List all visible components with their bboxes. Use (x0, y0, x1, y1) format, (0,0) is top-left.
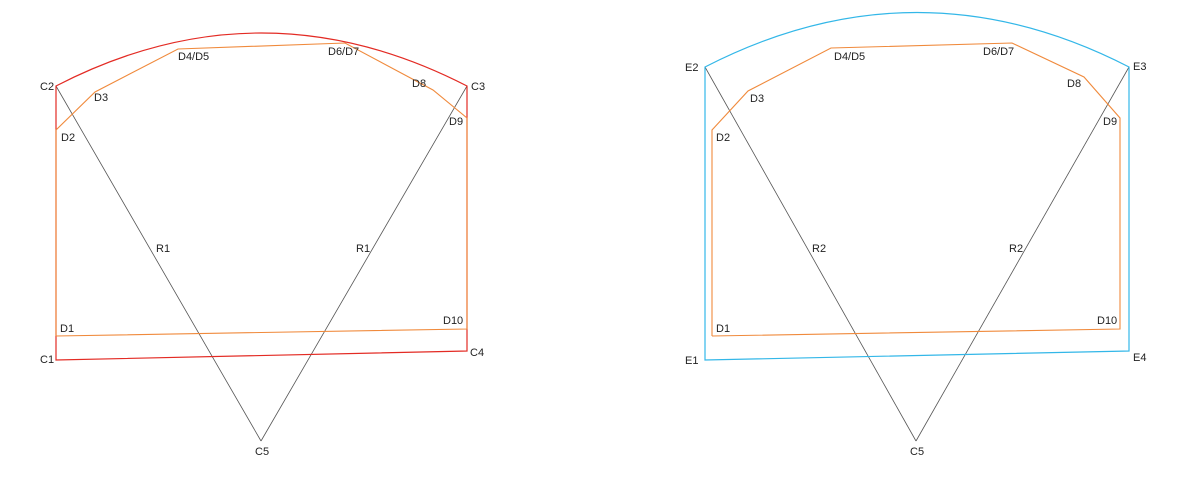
left-label-c4: C4 (470, 347, 484, 359)
right-label-d67: D6/D7 (983, 46, 1014, 58)
left-label-r-left: R1 (156, 243, 170, 255)
right-label-d8: D8 (1067, 78, 1081, 90)
left-outline (55, 32, 468, 361)
right-label-e2: E2 (685, 62, 698, 74)
left-label-d1: D1 (60, 323, 74, 335)
right-label-c5: C5 (910, 446, 924, 458)
left-label-r-right: R1 (356, 243, 370, 255)
left-radius-line-right (260, 85, 468, 442)
left-label-d45: D4/D5 (178, 51, 209, 63)
right-label-r-left: R2 (812, 243, 826, 255)
right-diagram: E2 E3 E1 E4 C5 D2 D3 D4/D5 D6/D7 D8 D9 D… (685, 11, 1146, 458)
left-label-d10: D10 (443, 315, 463, 327)
left-label-d9: D9 (449, 116, 463, 128)
right-label-d9: D9 (1103, 116, 1117, 128)
left-label-d67: D6/D7 (328, 46, 359, 58)
left-label-c3: C3 (471, 81, 485, 93)
left-label-d2: D2 (61, 132, 75, 144)
right-label-d45: D4/D5 (834, 51, 865, 63)
left-label-c5: C5 (255, 446, 269, 458)
left-label-c2: C2 (40, 81, 54, 93)
right-label-r-right: R2 (1009, 243, 1023, 255)
left-radius-line-left (55, 85, 262, 442)
left-label-c1: C1 (40, 354, 54, 366)
left-label-d3: D3 (94, 92, 108, 104)
right-radius-line-left (704, 66, 917, 442)
right-label-d2: D2 (716, 132, 730, 144)
left-diagram: C2 C3 C1 C4 C5 D2 D3 D4/D5 D6/D7 D8 D9 D… (40, 32, 485, 458)
right-label-d3: D3 (750, 93, 764, 105)
right-inner-profile (711, 42, 1121, 337)
right-radius-line-right (915, 66, 1130, 442)
right-label-e1: E1 (685, 355, 698, 367)
right-outline (704, 11, 1130, 361)
right-label-d10: D10 (1097, 315, 1117, 327)
right-label-d1: D1 (716, 323, 730, 335)
right-label-e4: E4 (1133, 352, 1146, 364)
right-label-e3: E3 (1133, 61, 1146, 73)
left-label-d8: D8 (412, 78, 426, 90)
left-inner-profile (55, 42, 468, 337)
